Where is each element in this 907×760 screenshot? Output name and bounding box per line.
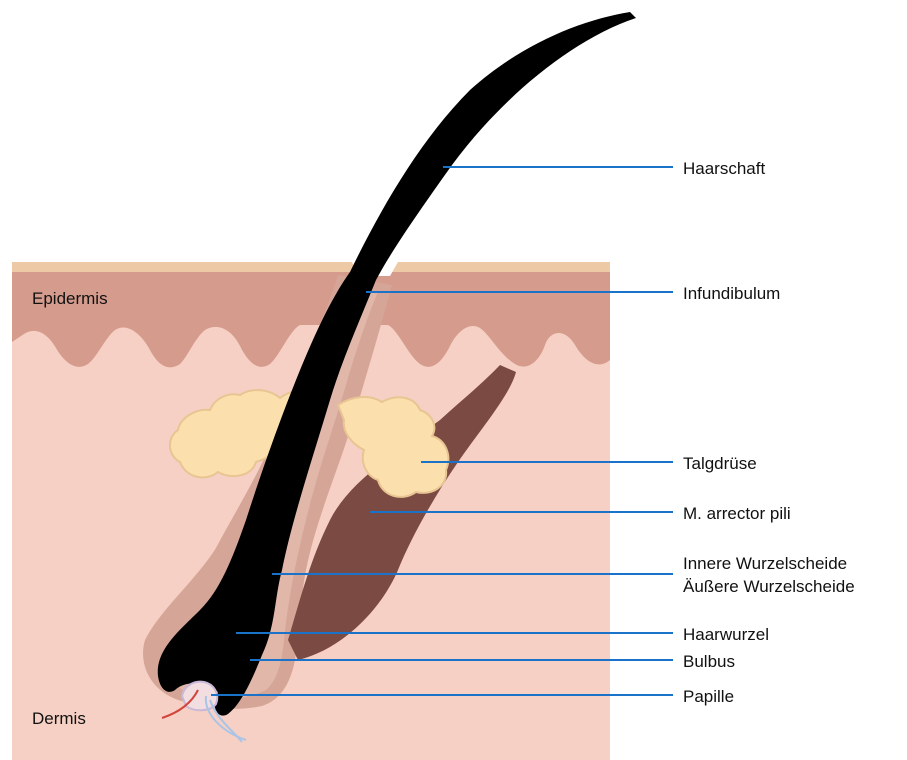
label-haarschaft: Haarschaft <box>683 159 765 178</box>
label-innere-wurzelscheide: Innere Wurzelscheide <box>683 554 847 573</box>
label-papille: Papille <box>683 687 734 706</box>
label-haarwurzel: Haarwurzel <box>683 625 769 644</box>
label-aeussere-wurzelscheide: Äußere Wurzelscheide <box>683 577 855 596</box>
label-infundibulum: Infundibulum <box>683 284 780 303</box>
label-arrector-pili: M. arrector pili <box>683 504 791 523</box>
label-bulbus: Bulbus <box>683 652 735 671</box>
stratum-corneum <box>12 262 610 272</box>
epidermis-label: Epidermis <box>32 289 108 308</box>
dermis-label: Dermis <box>32 709 86 728</box>
label-talgdruese: Talgdrüse <box>683 454 757 473</box>
